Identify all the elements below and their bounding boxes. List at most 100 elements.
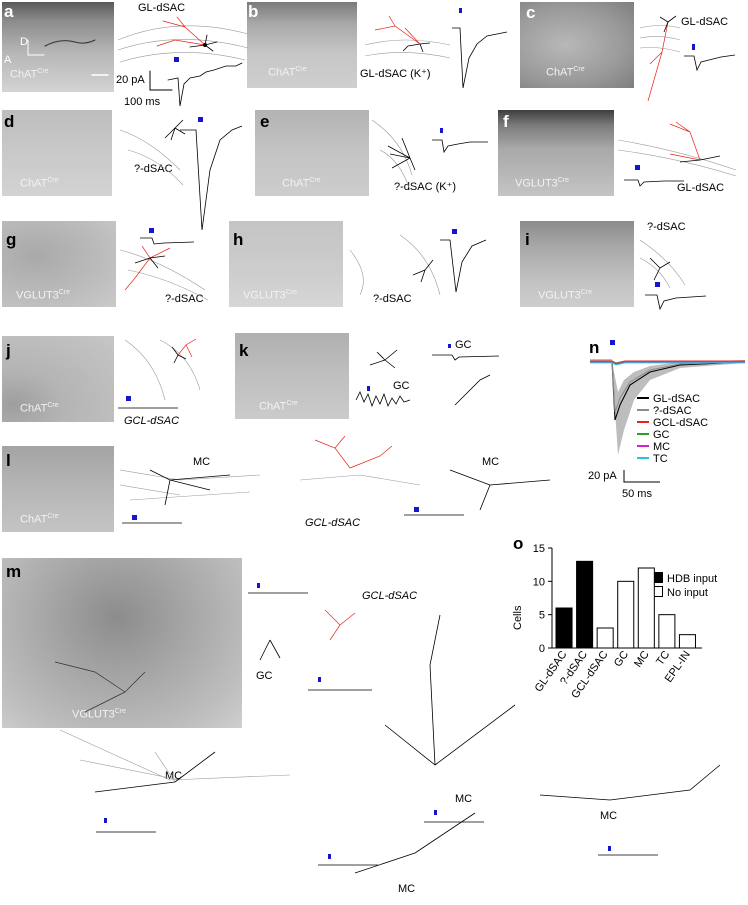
stim-marker [655,282,660,287]
dendrite-trace [369,349,398,369]
stim-marker [635,165,640,170]
label-c: GL-dSAC [681,16,729,28]
layer-line [639,25,681,53]
dendrite-trace [354,812,476,874]
genotype-sup: Cre [557,177,570,184]
genotype-h: VGLUT3Cre [243,289,297,302]
dendrite-trace [659,15,677,33]
scalebar-n-y: 20 pA [588,470,617,482]
stim-marker [318,677,321,682]
panel-m-drawings [54,583,721,874]
micrograph-f [498,110,614,196]
panel-d-drawings [119,117,243,231]
legend-n-text: MC [653,441,671,453]
stim-marker [448,344,451,348]
current-trace [167,62,243,107]
genotype-sup: Cre [37,68,49,75]
legend-swatch [637,433,649,435]
micrograph-g [2,221,116,307]
label-k-2: GC [393,380,410,392]
dendrite-trace [134,255,166,269]
panel-n-chart [590,340,746,483]
x-tick-label: GC [612,649,631,669]
trace-tc [590,362,745,366]
current-trace [140,237,195,245]
bar-mc [637,567,655,649]
dendrite-trace [679,155,721,163]
label-m-1: GCL-dSAC [362,590,418,602]
layer-line [299,474,421,486]
bar-gldsac [555,607,573,649]
layer-line [117,25,249,41]
panel-letter-e: e [260,112,270,131]
cell-dendrites [54,661,146,713]
panel-letter-f: f [503,112,509,131]
genotype-j: ChATCre [20,402,59,415]
genotype-text: ChAT [20,513,48,526]
orient-anterior: A [4,54,12,66]
legend-swatch [637,421,649,423]
legend-n-text: TC [653,453,668,465]
genotype-sup: Cre [580,289,593,296]
genotype-text: ChAT [20,402,48,415]
stim-marker [459,8,462,13]
genotype-d: ChATCre [20,177,59,190]
micrograph-h [229,221,343,307]
label-e: ?-dSAC (K⁺) [394,181,457,193]
genotype-e: ChATCre [282,177,321,190]
stim-marker [257,583,260,588]
legend-o-text: No input [667,587,708,599]
current-trace [180,125,243,231]
panel-letter-n: n [589,338,600,357]
dendrite-trace [402,42,431,53]
dendrite-trace [454,374,491,406]
layer-line [117,39,249,51]
bar-gc [617,580,635,649]
legend-swatch [637,445,649,447]
micrograph-l [2,446,114,532]
legend-n-item: GC [637,429,708,441]
genotype-m: VGLUT3Cre [72,708,126,721]
stim-marker [174,57,179,62]
panel-g-drawings [119,228,209,301]
stim-marker [126,396,131,401]
genotype-a: ChATCre [10,68,49,81]
genotype-c: ChATCre [546,66,585,79]
bar-eplin [678,634,696,649]
layer-line [119,52,246,63]
genotype-b: ChATCre [268,66,307,79]
stim-marker [328,854,331,859]
genotype-sup: Cre [58,289,71,296]
bar-tc [658,614,676,649]
current-trace [624,179,684,187]
label-mc-2: MC [455,793,473,805]
genotype-sup: Cre [285,289,298,296]
dendrite-trace [449,469,551,511]
stim-marker [149,228,154,233]
panel-letter-j: j [6,341,11,360]
dendrite-trace [649,257,671,281]
scalebar-a-y: 20 pA [116,74,145,86]
scale-bars [623,470,660,483]
panel-a-drawings [27,16,249,107]
genotype-text: ChAT [546,66,574,79]
genotype-k: ChATCre [259,400,298,413]
stim-marker [610,340,615,345]
current-trace [645,294,707,311]
micrograph-d [2,110,112,196]
current-trace [355,391,411,408]
trace-dsac [590,360,746,413]
label-l-2: GCL-dSAC [305,517,361,529]
axon-trace [314,435,393,469]
layer-line [119,469,261,501]
stim-marker [367,386,370,391]
layer-line [119,129,184,186]
legend-swatch [637,397,649,399]
label-i: ?-dSAC [647,221,686,233]
y-tick-label: 0 [539,643,545,655]
layer-line [59,729,291,783]
micrograph-j [2,336,114,422]
legend-n-item: ?-dSAC [637,405,708,417]
y-tick-label: 5 [539,610,545,622]
